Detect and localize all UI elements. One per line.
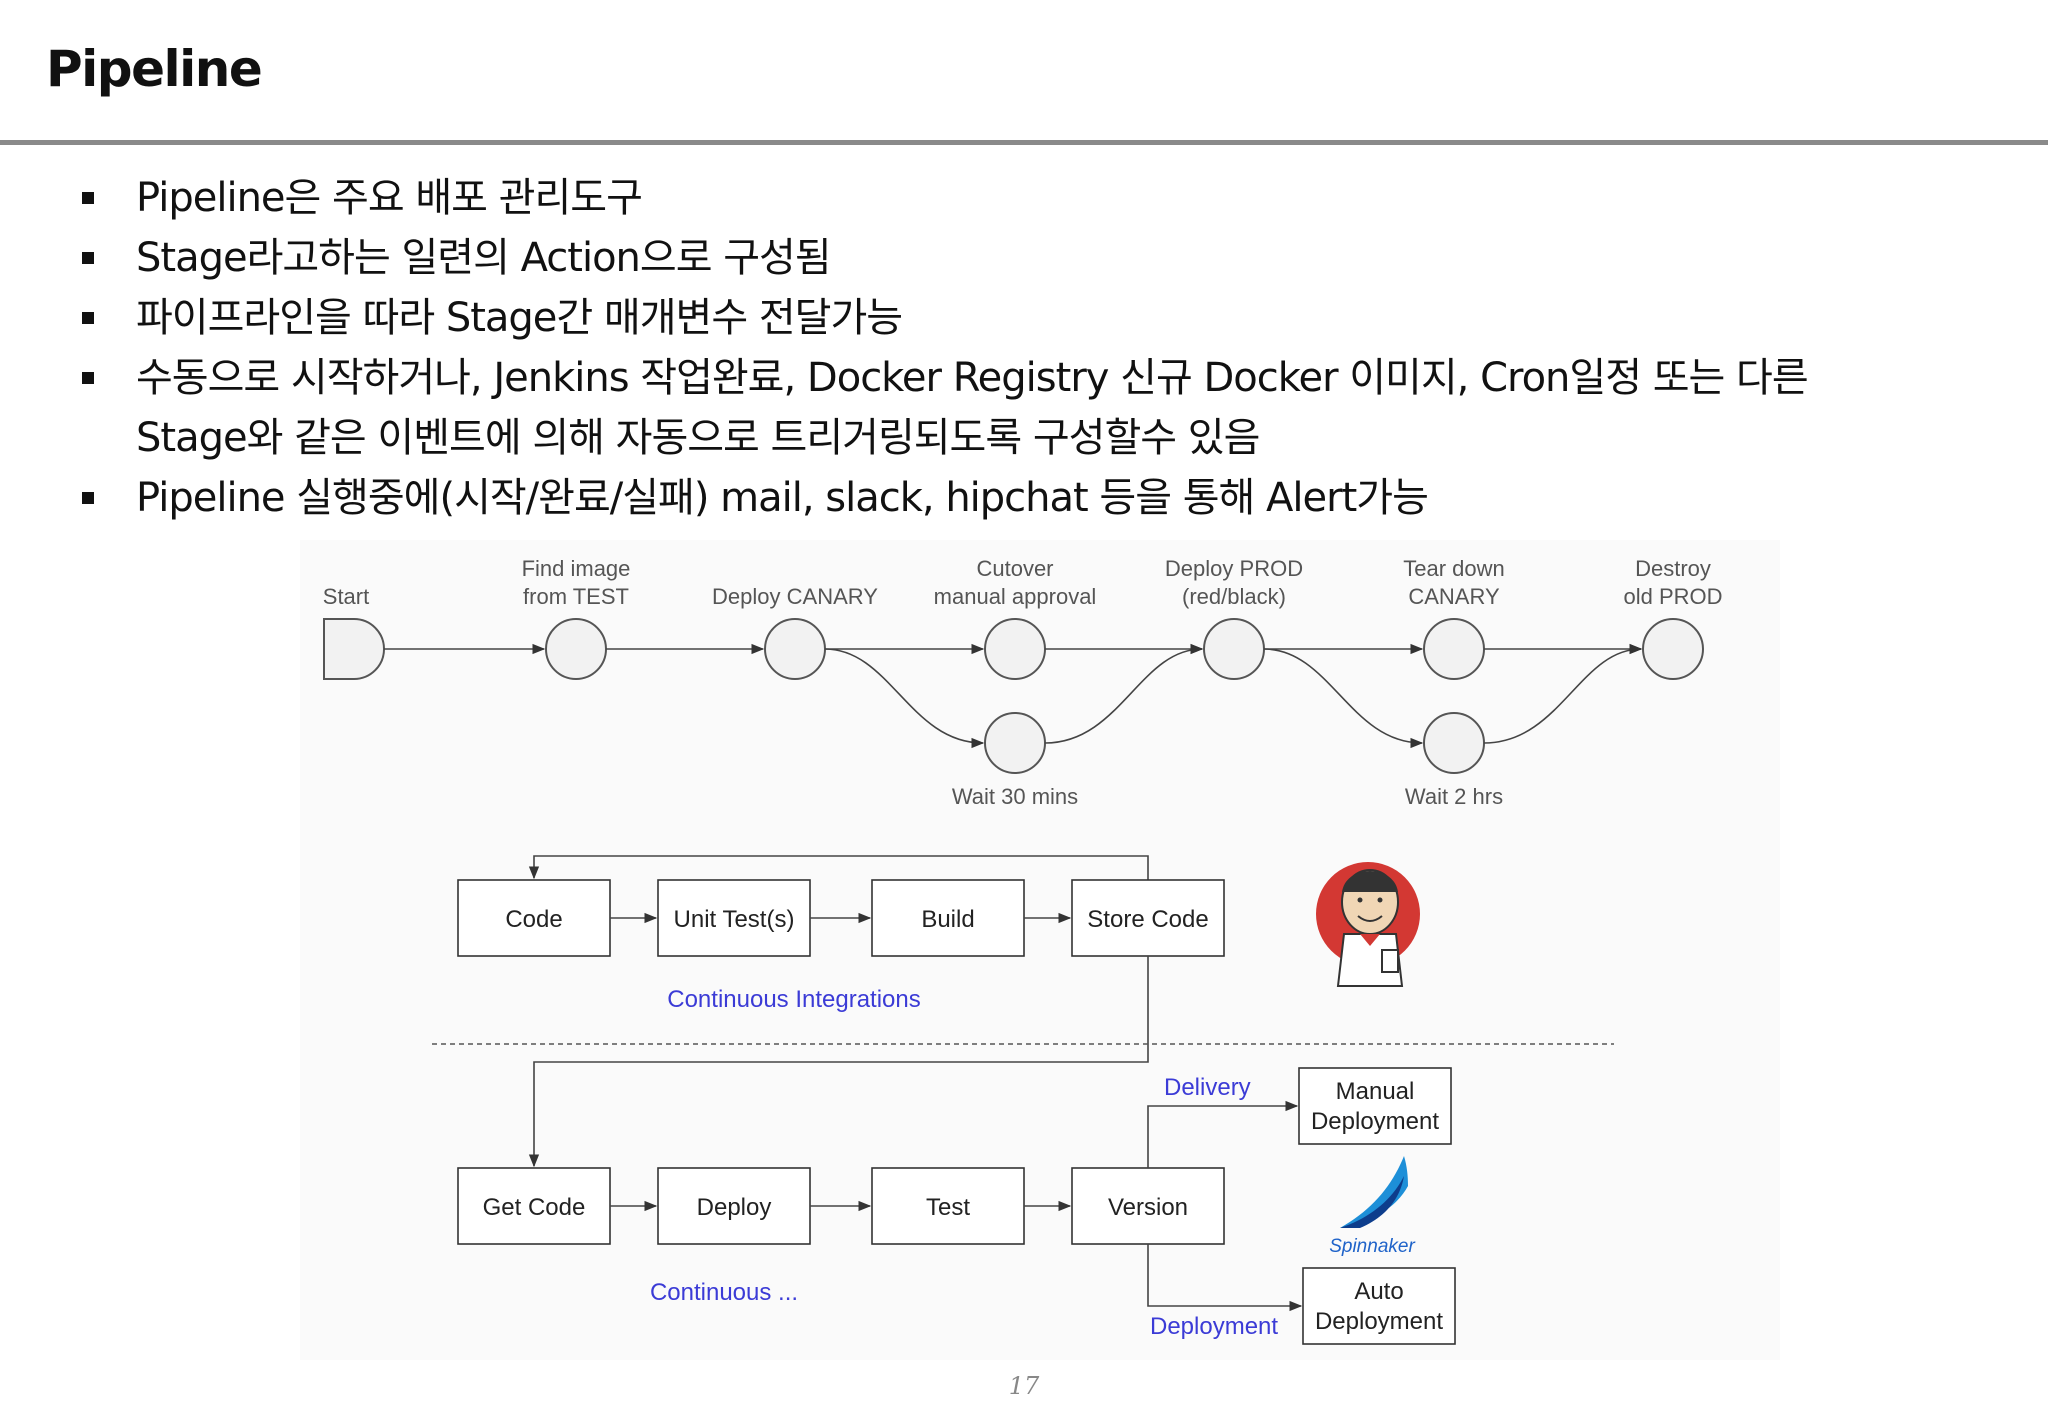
manual-deployment-box	[1298, 1067, 1452, 1145]
bullet-item: 파이프라인을 따라 Stage간 매개변수 전달가능	[76, 288, 1976, 348]
cd-box-deploy	[657, 1167, 811, 1245]
ci-box-label: Unit Test(s)	[674, 906, 795, 933]
stage-node-deploy-prod	[1203, 618, 1265, 680]
cd-box-test	[871, 1167, 1025, 1245]
bullet-item: Stage라고하는 일련의 Action으로 구성됨	[76, 228, 1976, 288]
spinnaker-logo-text: Spinnaker	[1329, 1236, 1415, 1257]
page-title: Pipeline	[46, 40, 263, 98]
deployment-label: Deployment	[1150, 1313, 1278, 1340]
bullet-marker	[82, 312, 94, 324]
ci-loop-edge	[528, 855, 1149, 880]
stage-label-deploy-prod: Deploy PROD	[1165, 556, 1303, 581]
start-node	[323, 618, 385, 680]
stage-node-deploy-canary	[764, 618, 826, 680]
jenkins-mascot-icon	[1316, 862, 1420, 987]
bullet-text: Pipeline 실행중에(시작/완료/실패) mail, slack, hip…	[136, 475, 1429, 521]
stage-label-find-image: Find image	[522, 556, 631, 581]
stage-label-tear-down-2: CANARY	[1408, 584, 1500, 609]
diagram-svg: Start Find image from TEST Deploy CANARY…	[323, 556, 1723, 1345]
bullet-marker	[82, 252, 94, 264]
bullet-text: Stage라고하는 일련의 Action으로 구성됨	[136, 235, 832, 281]
cd-box-label: Deploy	[697, 1194, 772, 1221]
stage-label-cutover: Cutover	[976, 556, 1053, 581]
cd-box-label: Get Code	[483, 1194, 586, 1221]
page-number: 17	[1008, 1372, 1040, 1400]
stage-label-cutover-2: manual approval	[934, 584, 1097, 609]
bullet-item: Pipeline은 주요 배포 관리도구	[76, 168, 1976, 228]
ci-box-store-code	[1071, 879, 1225, 957]
stage-node-wait-2	[1423, 712, 1485, 774]
diagram-figure: Start Find image from TEST Deploy CANARY…	[300, 540, 1780, 1360]
stage-label-destroy-2: old PROD	[1623, 584, 1722, 609]
ci-box-label: Build	[921, 906, 974, 933]
ci-box-label: Store Code	[1087, 906, 1208, 933]
ci-box-code	[457, 879, 611, 957]
delivery-edge	[1147, 1100, 1299, 1168]
cd-box-get-code	[457, 1167, 611, 1245]
bullet-text-line2: Stage와 같은 이벤트에 의해 자동으로 트리거링되도록 구성할수 있음	[136, 415, 1260, 461]
bullet-list: Pipeline은 주요 배포 관리도구 Stage라고하는 일련의 Actio…	[76, 168, 1976, 528]
bullet-item: Pipeline 실행중에(시작/완료/실패) mail, slack, hip…	[76, 468, 1976, 528]
ci-to-cd-edge	[528, 956, 1149, 1168]
bullet-marker	[82, 492, 94, 504]
stage-node-wait-30	[984, 712, 1046, 774]
ci-cd-diagram: Code Unit Test(s) Build Store Code Conti…	[432, 855, 1614, 1345]
stage-label-deploy-canary: Deploy CANARY	[712, 584, 878, 609]
edge	[1263, 648, 1424, 749]
cd-box-label: Version	[1108, 1194, 1188, 1221]
ci-box-unit-tests	[657, 879, 811, 957]
delivery-label: Delivery	[1164, 1074, 1251, 1101]
bullet-text: 파이프라인을 따라 Stage간 매개변수 전달가능	[136, 295, 903, 341]
stage-label-find-image-2: from TEST	[523, 584, 629, 609]
cd-box-label: Test	[926, 1194, 970, 1221]
stage-node-tear-down	[1423, 618, 1485, 680]
ci-box-label: Code	[505, 906, 562, 933]
pipeline-edges	[384, 643, 1643, 749]
bullet-item: 수동으로 시작하거나, Jenkins 작업완료, Docker Registr…	[76, 348, 1976, 468]
stage-label-wait-30: Wait 30 mins	[952, 784, 1078, 809]
stage-node-cutover	[984, 618, 1046, 680]
pipeline-shapes	[323, 618, 1704, 774]
deployment-edge	[1147, 1244, 1303, 1312]
ci-label: Continuous Integrations	[667, 986, 921, 1013]
edge	[1483, 643, 1643, 744]
manual-deployment-label-2: Deployment	[1311, 1108, 1439, 1135]
stage-label-start: Start	[323, 584, 369, 609]
bullet-marker	[82, 372, 94, 384]
stage-node-destroy	[1642, 618, 1704, 680]
pipeline-diagram: Start Find image from TEST Deploy CANARY…	[323, 556, 1723, 809]
stage-label-deploy-prod-2: (red/black)	[1182, 584, 1286, 609]
auto-deployment-label-2: Deployment	[1315, 1308, 1443, 1335]
auto-deployment-label: Auto	[1354, 1278, 1403, 1305]
stage-node-find-image	[545, 618, 607, 680]
edge	[1044, 643, 1204, 744]
bullet-marker	[82, 192, 94, 204]
stage-label-wait-2: Wait 2 hrs	[1405, 784, 1503, 809]
bullet-text: 수동으로 시작하거나, Jenkins 작업완료, Docker Registr…	[136, 355, 1809, 401]
auto-deployment-box	[1302, 1267, 1456, 1345]
spinnaker-logo: Spinnaker	[1329, 1156, 1415, 1257]
stage-label-destroy: Destroy	[1635, 556, 1711, 581]
cd-box-version	[1071, 1167, 1225, 1245]
edge	[824, 648, 985, 749]
title-divider	[0, 140, 2048, 145]
cd-label: Continuous ...	[650, 1279, 798, 1306]
manual-deployment-label: Manual	[1336, 1078, 1415, 1105]
bullet-text: Pipeline은 주요 배포 관리도구	[136, 175, 643, 221]
stage-label-tear-down: Tear down	[1403, 556, 1505, 581]
